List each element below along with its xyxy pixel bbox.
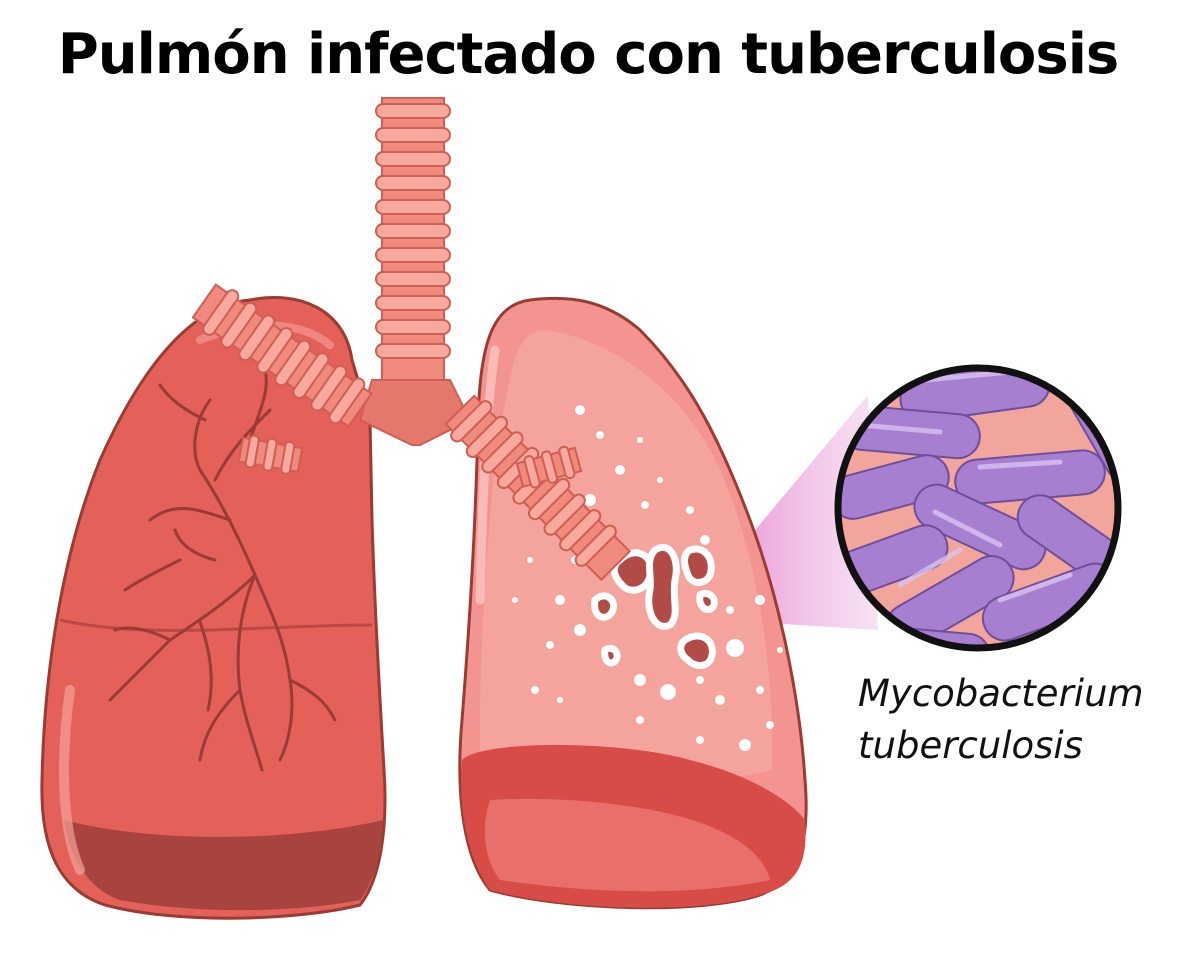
bacterium-label: Mycobacterium tuberculosis: [858, 668, 1144, 772]
left-bronchus-branch: [237, 434, 304, 475]
left-bronchus: [191, 283, 373, 428]
trachea: [358, 97, 472, 446]
right-bronchus: [444, 394, 632, 582]
bacterium-label-line2: tuberculosis: [858, 724, 1083, 767]
page-title: Pulmón infectado con tuberculosis: [57, 22, 1119, 87]
right-bronchus-branch: [515, 445, 583, 489]
right-lung: [458, 296, 808, 910]
bacterium-label-line1: Mycobacterium: [858, 672, 1144, 715]
left-bronchioles: [108, 368, 337, 772]
tuberculosis-lesions: [591, 544, 718, 669]
